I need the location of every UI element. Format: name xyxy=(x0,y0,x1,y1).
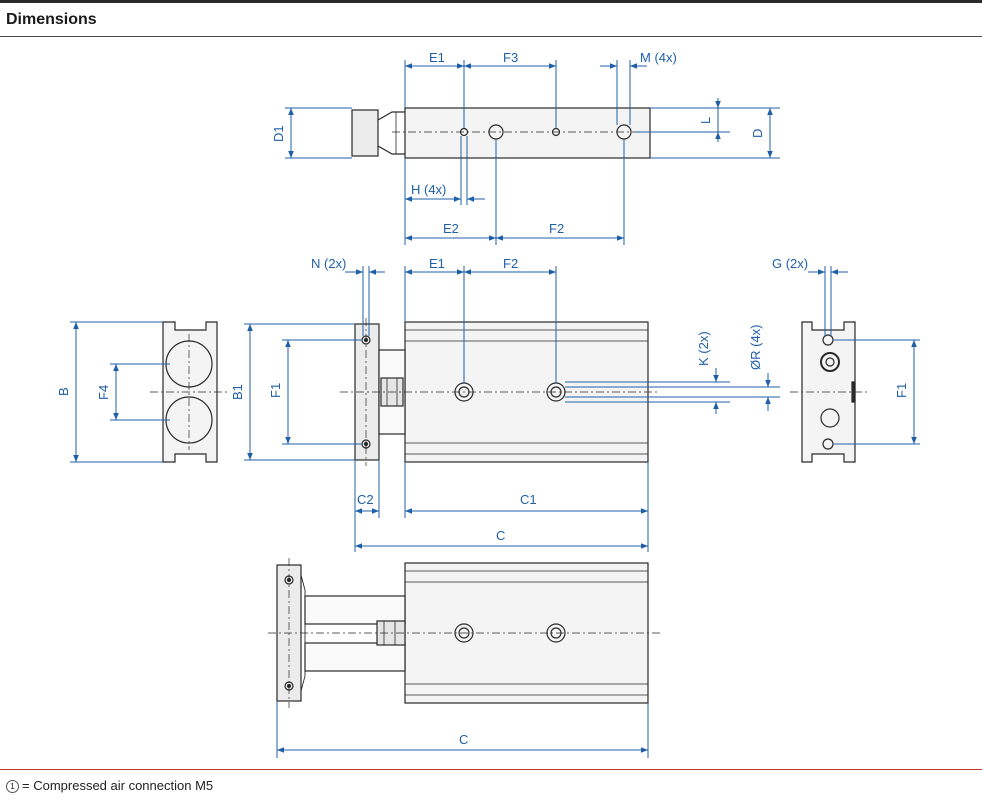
piston-rod-upper xyxy=(304,595,406,625)
label-D: D xyxy=(750,129,765,138)
label-H: H (4x) xyxy=(411,182,446,197)
right-dimensions xyxy=(808,266,920,445)
top-view-endcap xyxy=(351,109,379,157)
circled-number-marker: 1 xyxy=(6,780,19,793)
top-dimensions xyxy=(285,60,780,245)
dimension-drawing: E1 F3 M (4x) D1 L D H (4x) E2 F2 xyxy=(0,37,982,768)
label-C2: C2 xyxy=(357,492,374,507)
label-F4: F4 xyxy=(96,385,111,400)
label-E1-front: E1 xyxy=(429,256,445,271)
extended-dimensions xyxy=(276,701,649,758)
air-connection xyxy=(820,352,840,372)
label-E2: E2 xyxy=(443,221,459,236)
right-port xyxy=(820,408,840,428)
label-E1-top: E1 xyxy=(429,50,445,65)
front-dimensions xyxy=(244,266,780,552)
label-R: ØR (4x) xyxy=(748,325,763,371)
footnote-text: = Compressed air connection M5 xyxy=(22,778,214,793)
label-F2-front: F2 xyxy=(503,256,518,271)
right-hole xyxy=(822,334,834,346)
top-rule xyxy=(0,0,982,3)
label-F1-front: F1 xyxy=(268,383,283,398)
piston-rod-lower xyxy=(304,642,406,672)
left-dimensions xyxy=(70,321,170,463)
label-F1-right: F1 xyxy=(894,383,909,398)
right-hole xyxy=(822,438,834,450)
top-view xyxy=(351,107,651,159)
section-title: Dimensions xyxy=(6,11,97,28)
label-F3: F3 xyxy=(503,50,518,65)
label-C-bottom: C xyxy=(459,732,468,747)
top-view-body xyxy=(404,107,651,159)
label-G: G (2x) xyxy=(772,256,808,271)
label-C-middle: C xyxy=(496,528,505,543)
label-B1: B1 xyxy=(230,384,245,400)
section-header: Dimensions xyxy=(0,3,982,37)
label-C1: C1 xyxy=(520,492,537,507)
label-N: N (2x) xyxy=(311,256,346,271)
label-M: M (4x) xyxy=(640,50,677,65)
footer: 1= Compressed air connection M5 xyxy=(0,769,982,801)
label-L: L xyxy=(698,117,713,124)
label-F2-top: F2 xyxy=(549,221,564,236)
footnote: 1= Compressed air connection M5 xyxy=(6,778,213,793)
label-K: K (2x) xyxy=(696,331,711,366)
label-D1: D1 xyxy=(271,125,286,142)
label-B: B xyxy=(56,387,71,396)
